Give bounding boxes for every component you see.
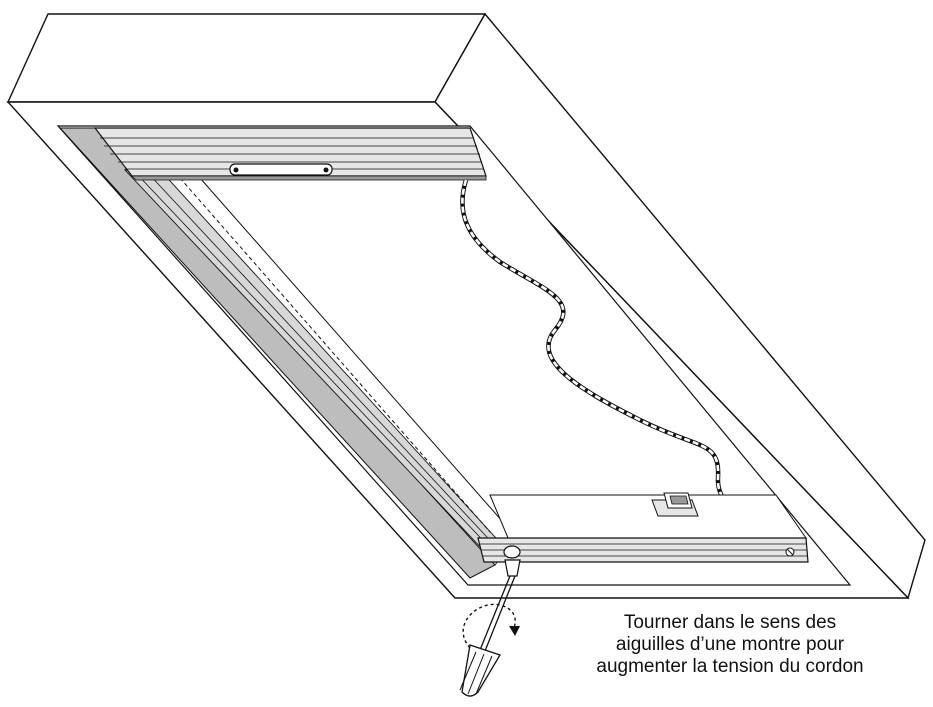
- pull-handle: [229, 163, 333, 176]
- instruction-caption: Tourner dans le sens des aiguilles d’une…: [540, 612, 920, 678]
- screwdriver: [459, 559, 521, 697]
- tension-screw: [503, 545, 521, 559]
- caption-line-3: augmenter la tension du cordon: [596, 656, 864, 677]
- cord-clip: [651, 492, 699, 517]
- bottom-rail: [477, 537, 809, 563]
- clockwise-arrow-icon: [462, 603, 520, 649]
- caption-line-2: aiguilles d’une montre pour: [615, 634, 845, 655]
- fabric-edge: [179, 177, 491, 533]
- window-opening: [56, 125, 852, 586]
- bottom-panel: [489, 494, 807, 539]
- box-top-face: [6, 13, 487, 103]
- caption-line-1: Tourner dans le sens des: [623, 612, 837, 633]
